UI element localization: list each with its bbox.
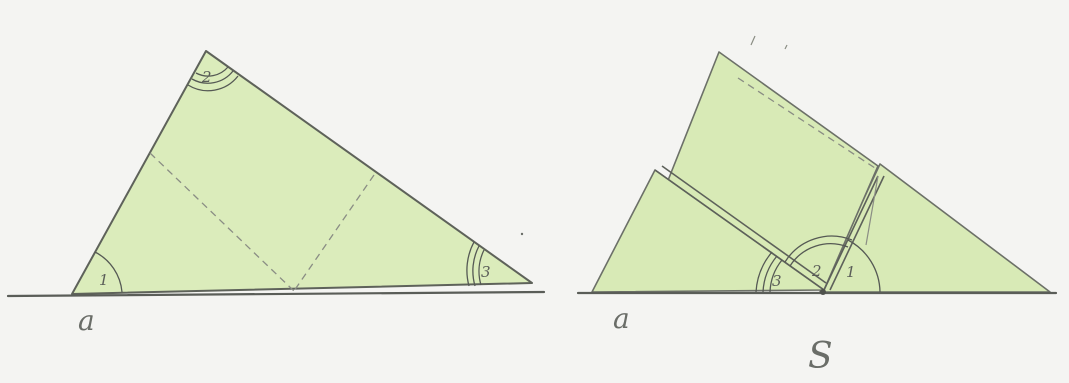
right-figure: 3 2 1 a S — [576, 35, 1058, 377]
left-angle-3-label: 3 — [481, 263, 491, 281]
right-angle-2-arc-outer — [784, 235, 853, 263]
left-angle-3-arc-outer — [466, 241, 475, 287]
right-angle-2-arc-inner — [789, 243, 849, 267]
left-angle-1-label: 1 — [99, 271, 109, 289]
right-crease-line — [865, 175, 879, 246]
pencil-mark-b — [784, 44, 788, 50]
left-fold-line-a — [149, 152, 295, 292]
left-angle-2-arc-middle — [191, 70, 234, 84]
left-base-line — [6, 290, 546, 298]
right-line-label: a — [613, 302, 630, 335]
left-angle-2-arc-outer — [187, 75, 239, 92]
right-angle-3-label: 3 — [772, 272, 782, 290]
left-angle-1-arc — [94, 251, 123, 293]
left-line-label: a — [78, 304, 95, 337]
right-angle-2-label: 2 — [811, 262, 822, 280]
pencil-mark-a — [750, 35, 756, 46]
pencil-speck — [520, 232, 524, 236]
left-angle-3-arc-inner — [478, 249, 485, 286]
right-angle-1-label: 1 — [846, 263, 856, 281]
right-piece-3-top-edge-b — [661, 165, 827, 284]
left-angle-2-label: 2 — [201, 68, 212, 86]
left-triangle — [71, 50, 533, 295]
left-angle-2-arc-inner — [195, 66, 229, 77]
left-angle-3-arc-middle — [472, 245, 480, 287]
right-piece-3-top-edge — [654, 169, 825, 291]
point-s-marker — [820, 289, 826, 295]
right-fold-line — [737, 77, 876, 169]
right-piece-1-edge — [823, 175, 879, 291]
right-angle-3-arc-outer — [755, 251, 773, 293]
right-angle-3-arc-middle — [762, 255, 778, 293]
left-figure: 1 2 3 a — [6, 50, 546, 337]
right-angle-1-arc — [847, 239, 881, 293]
point-s-label: S — [808, 336, 833, 377]
right-angle-3-arc-inner — [769, 259, 783, 293]
